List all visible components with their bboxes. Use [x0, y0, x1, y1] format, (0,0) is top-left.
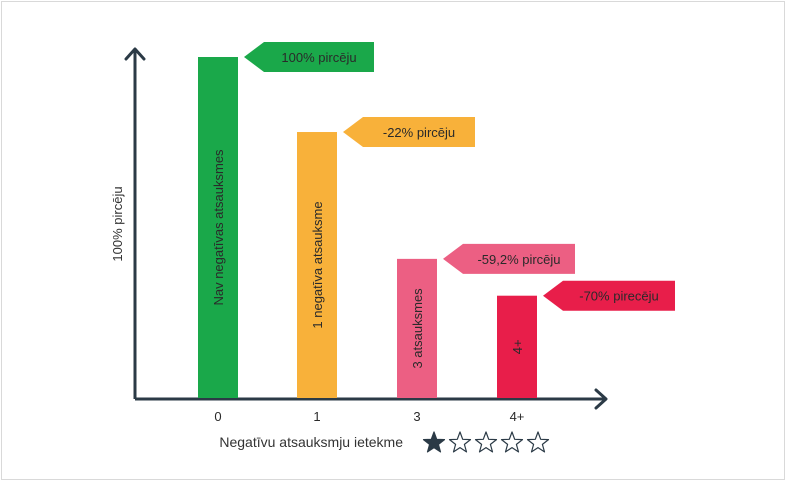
bar-0 — [198, 57, 238, 398]
star-empty-icon — [474, 431, 498, 453]
bar-label-2: 3 atsauksmes — [410, 288, 425, 369]
callout-tag-1 — [343, 117, 475, 148]
x-axis-arrow — [594, 388, 608, 410]
x-tick-label-1: 1 — [313, 409, 320, 424]
bar-3 — [497, 295, 537, 398]
x-tick-label-3: 4+ — [510, 409, 525, 424]
bar-1 — [297, 132, 337, 398]
bars: Nav negatīvas atsauksmes 1 negatīva atsau… — [198, 57, 537, 398]
x-tick-label-2: 3 — [413, 409, 420, 424]
star-empty-icon — [526, 431, 550, 453]
bar-label-1: 1 negatīva atsauksme — [310, 201, 325, 328]
x-tick-label-0: 0 — [214, 409, 221, 424]
x-axis-label: Negatīvu atsauksmju ietekme — [219, 434, 403, 450]
axes — [124, 47, 608, 410]
bar-label-0: Nav negatīvas atsauksmes — [211, 149, 226, 306]
callout-text-1: -22% pircēju — [383, 125, 455, 140]
callout-tag-2 — [443, 243, 575, 274]
star-empty-icon — [500, 431, 524, 453]
y-axis-label: 100% pircēju — [110, 186, 125, 261]
x-tick-labels: 0 1 3 4+ — [214, 409, 524, 424]
callout-tag-0 — [244, 42, 374, 72]
callout-tag-3 — [543, 280, 675, 311]
star-empty-icon — [448, 431, 472, 453]
y-axis-arrow — [124, 47, 146, 61]
bar-label-3: 4+ — [510, 339, 525, 354]
callouts: 100% pircēju -22% pircēju -59,2% pircēju -7… — [244, 42, 675, 311]
callout-text-2: -59,2% pircēju — [477, 252, 560, 267]
star-filled-icon — [422, 431, 446, 453]
callout-text-0: 100% pircēju — [281, 50, 356, 65]
bar-2 — [397, 258, 437, 398]
star-rating — [422, 431, 550, 453]
callout-text-3: -70% pirecēju — [579, 289, 659, 304]
